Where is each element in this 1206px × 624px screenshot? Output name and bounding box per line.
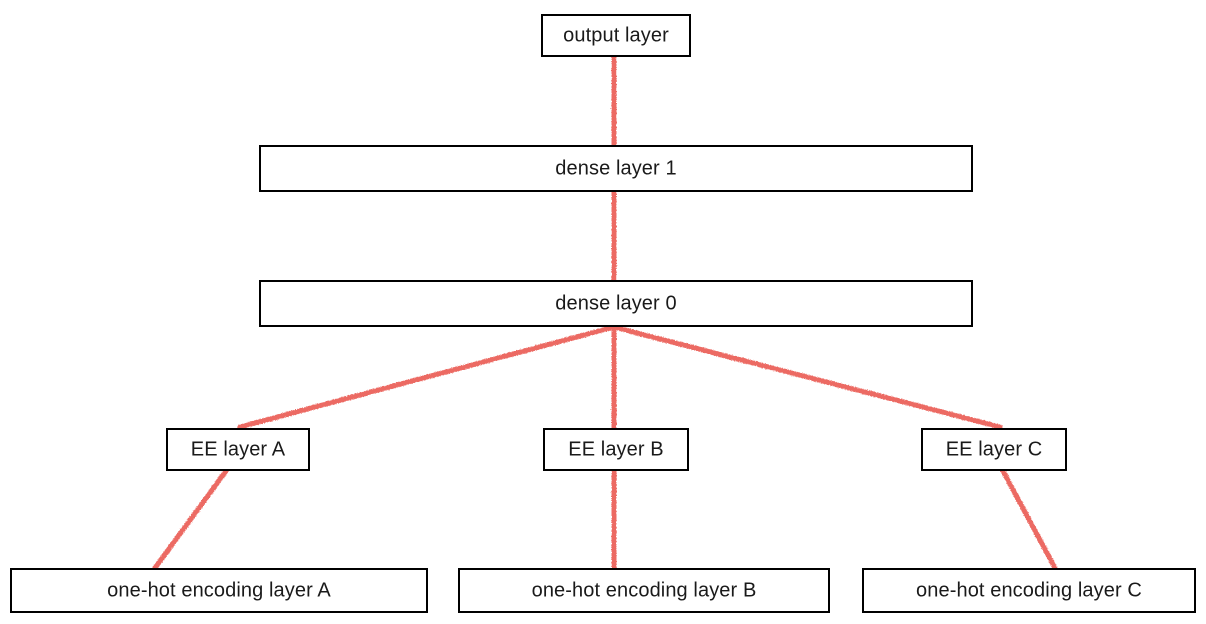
node-dense-layer-1[interactable]: dense layer 1: [259, 145, 973, 192]
node-onehot-encoding-layer-b[interactable]: one-hot encoding layer B: [458, 568, 830, 613]
edge-ee-a-to-dense-0: [237, 324, 617, 430]
node-label: EE layer C: [945, 438, 1043, 460]
edge-ee-c-to-dense-0: [611, 324, 1003, 430]
node-ee-layer-a[interactable]: EE layer A: [166, 428, 310, 471]
node-onehot-encoding-layer-a[interactable]: one-hot encoding layer A: [10, 568, 428, 613]
node-label: EE layer A: [190, 438, 286, 460]
node-label: EE layer B: [568, 438, 664, 460]
node-label: one-hot encoding layer C: [916, 579, 1142, 601]
node-label: dense layer 0: [555, 292, 677, 314]
node-label: one-hot encoding layer B: [531, 579, 757, 601]
node-label: dense layer 1: [555, 157, 677, 179]
edge-onehot-c-to-ee-c: [1000, 468, 1058, 571]
node-dense-layer-0[interactable]: dense layer 0: [259, 280, 973, 327]
node-ee-layer-c[interactable]: EE layer C: [921, 428, 1067, 471]
node-onehot-encoding-layer-c[interactable]: one-hot encoding layer C: [862, 568, 1196, 613]
node-label: output layer: [563, 24, 669, 46]
edge-onehot-a-to-ee-a: [152, 468, 229, 571]
node-ee-layer-b[interactable]: EE layer B: [543, 428, 689, 471]
node-output-layer[interactable]: output layer: [541, 14, 691, 57]
node-label: one-hot encoding layer A: [107, 579, 331, 601]
